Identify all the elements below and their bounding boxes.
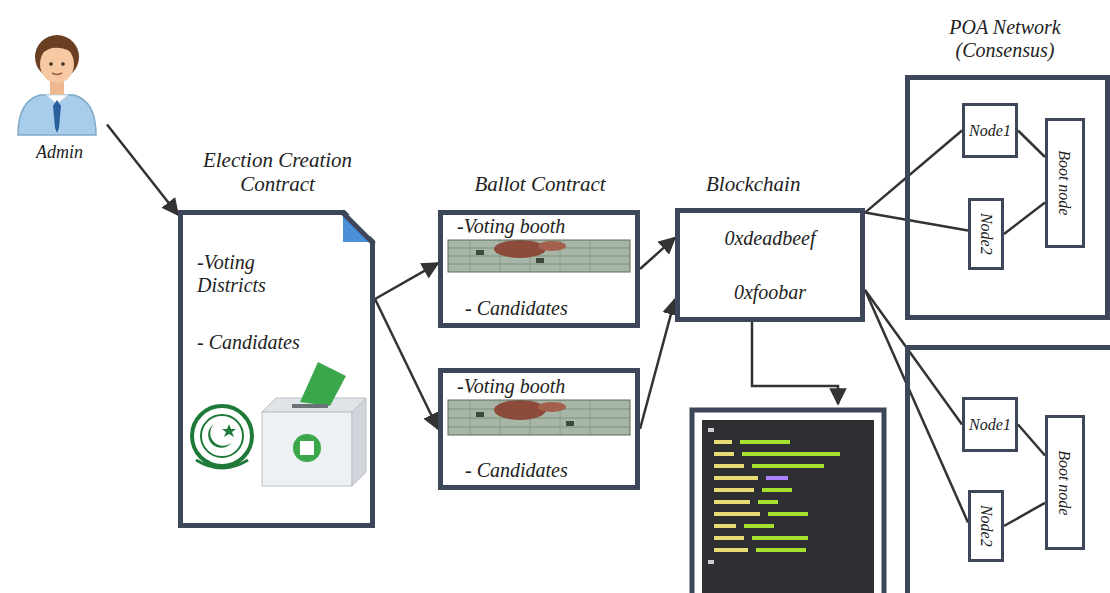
connector-line: [640, 238, 675, 269]
network-panel: Node1Node2 Boot node: [900, 335, 1110, 593]
connector-line: [865, 131, 962, 213]
election-emblem: [192, 406, 252, 468]
body-text: - Candidates: [465, 297, 635, 320]
connector-line: [865, 213, 968, 231]
ballot-box-icon: [262, 362, 366, 486]
ballot-contract: -Voting booth - Candidates: [438, 368, 640, 490]
box-frame: -Voting Districts - Candidates: [178, 210, 375, 528]
body-text: -Voting booth: [457, 375, 635, 398]
heading-text: POA Network (Consensus): [930, 16, 1080, 62]
network-panel: POA Network (Consensus) Node1Node2 Boot no…: [900, 8, 1110, 322]
record-arrow: [752, 322, 838, 404]
connector-line: [375, 263, 438, 299]
body-text: -Voting Districts: [197, 251, 297, 297]
body-text: -Voting booth: [457, 215, 635, 238]
body-text: 0xdeadbeef: [680, 227, 860, 250]
heading-text: Election Creation Contract: [170, 148, 385, 196]
json-record-screenshot: [692, 410, 884, 593]
node-label: Boot node: [1056, 450, 1074, 515]
actor-figure: Admin: [12, 30, 107, 165]
node-label: Node2: [977, 505, 995, 547]
connector-line: [107, 125, 178, 215]
heading-text: Blockchain: [706, 172, 866, 196]
connector-line: [640, 299, 675, 429]
connector-line: [375, 299, 438, 429]
body-text: - Candidates: [465, 459, 635, 482]
node-label: Boot node: [1056, 150, 1074, 215]
ballot-contract: -Voting booth - Candidates Ballot Contract: [430, 172, 650, 332]
connector-line: [1018, 131, 1045, 158]
node-label: Node1: [969, 122, 1011, 140]
peer-node: Node2: [968, 490, 1004, 562]
boot-node: Boot node: [1045, 415, 1085, 550]
voting-booth-photo: [448, 400, 630, 435]
body-text: 0xfoobar: [680, 281, 860, 304]
boot-node: Boot node: [1045, 118, 1085, 248]
box-frame: -Voting booth - Candidates: [438, 368, 640, 490]
connector-line: [1004, 203, 1045, 235]
node-label: Node1: [969, 416, 1011, 434]
contract-document: -Voting Districts - Candidates Election Cr…: [170, 148, 385, 530]
node-label: Node2: [977, 213, 995, 255]
voting-booth-photo: [448, 240, 630, 272]
body-text: - Candidates: [197, 331, 367, 354]
box-frame: 0xdeadbeef 0xfoobar: [675, 208, 865, 322]
connector-line: [1004, 503, 1045, 526]
peer-node: Node1: [962, 103, 1018, 158]
heading-text: Ballot Contract: [430, 172, 650, 196]
blockchain-box: 0xdeadbeef 0xfoobar Blockchain: [668, 168, 873, 324]
peer-node: Node1: [962, 397, 1018, 452]
box-frame: -Voting booth - Candidates: [438, 210, 640, 328]
admin-icon: [18, 35, 96, 135]
heading-text: Admin: [12, 142, 107, 163]
connector-line: [865, 290, 962, 424]
peer-node: Node2: [968, 198, 1004, 270]
connector-line: [1018, 425, 1045, 456]
connector-line: [865, 290, 968, 522]
